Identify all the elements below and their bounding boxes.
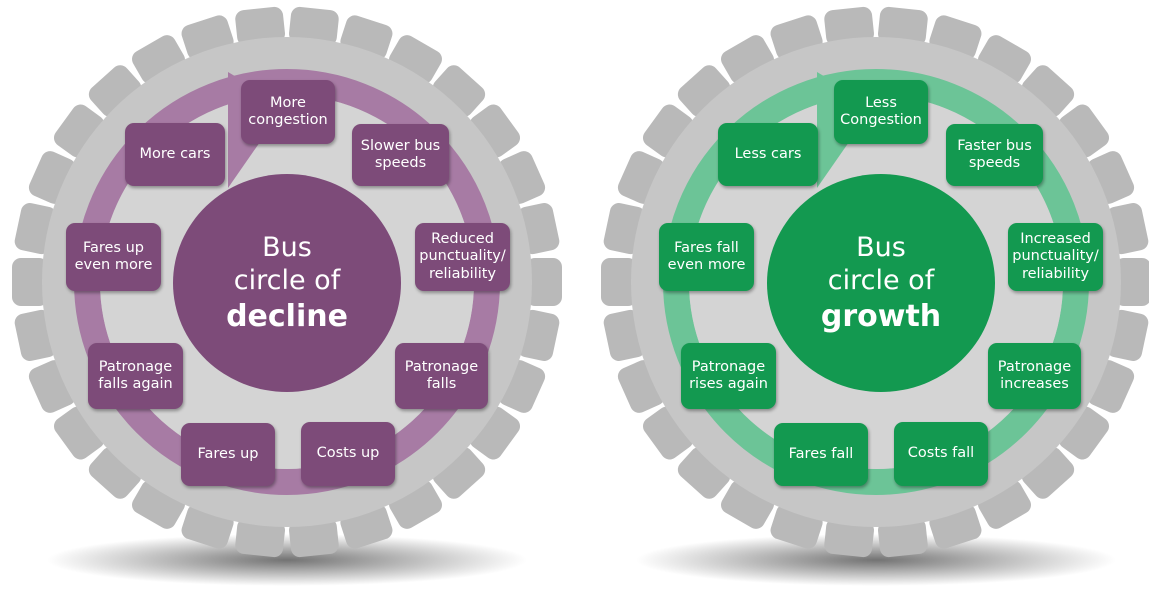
step-box: Less cars bbox=[718, 123, 818, 186]
step-box: Patronage falls bbox=[395, 343, 488, 409]
tread-lug bbox=[1021, 447, 1075, 499]
step-box: Increased punctuality/ reliability bbox=[1008, 223, 1103, 291]
tread-lug bbox=[88, 65, 142, 117]
growth-center-circle: Bus circle of growth bbox=[767, 174, 995, 392]
step-box: Patronage falls again bbox=[88, 343, 183, 409]
step-box: More congestion bbox=[241, 80, 335, 144]
step-box: Slower bus speeds bbox=[352, 124, 449, 186]
tread-lug bbox=[526, 258, 562, 306]
tread-lug bbox=[677, 447, 731, 499]
tread-lug bbox=[235, 518, 285, 558]
decline-ground-shadow bbox=[47, 534, 527, 586]
decline-center-circle: Bus circle of decline bbox=[173, 174, 401, 392]
step-box: Costs fall bbox=[894, 422, 988, 486]
step-box: Reduced punctuality/ reliability bbox=[415, 223, 510, 291]
center-title-line2: circle of bbox=[827, 265, 935, 297]
step-box: More cars bbox=[125, 123, 225, 186]
tread-lug bbox=[88, 447, 142, 499]
step-box: Costs up bbox=[301, 422, 395, 486]
step-box: Patronage rises again bbox=[681, 343, 776, 409]
step-box: Faster bus speeds bbox=[946, 124, 1043, 186]
tread-lug bbox=[1021, 65, 1075, 117]
center-title-emphasis: growth bbox=[820, 299, 942, 334]
tread-lug bbox=[677, 65, 731, 117]
step-box: Fares fall bbox=[774, 423, 868, 486]
tread-lug bbox=[824, 518, 874, 558]
tread-lug bbox=[601, 258, 637, 306]
tread-lug bbox=[824, 6, 874, 46]
step-box: Patronage increases bbox=[988, 343, 1081, 409]
tread-lug bbox=[432, 447, 486, 499]
center-title-line1: Bus bbox=[262, 231, 312, 263]
center-title-line1: Bus bbox=[856, 231, 906, 263]
step-box: Less Congestion bbox=[834, 80, 928, 144]
tread-lug bbox=[1115, 258, 1149, 306]
tread-lug bbox=[878, 6, 928, 46]
tread-lug bbox=[289, 518, 339, 558]
step-box: Fares up even more bbox=[66, 223, 161, 291]
center-title-line2: circle of bbox=[233, 265, 341, 297]
tread-lug bbox=[235, 6, 285, 46]
tread-lug bbox=[289, 6, 339, 46]
tread-lug bbox=[12, 258, 48, 306]
step-box: Fares fall even more bbox=[659, 223, 754, 291]
tread-lug bbox=[432, 65, 486, 117]
step-box: Fares up bbox=[181, 423, 275, 486]
center-title-emphasis: decline bbox=[226, 299, 348, 334]
growth-ground-shadow bbox=[636, 534, 1116, 586]
tread-lug bbox=[878, 518, 928, 558]
